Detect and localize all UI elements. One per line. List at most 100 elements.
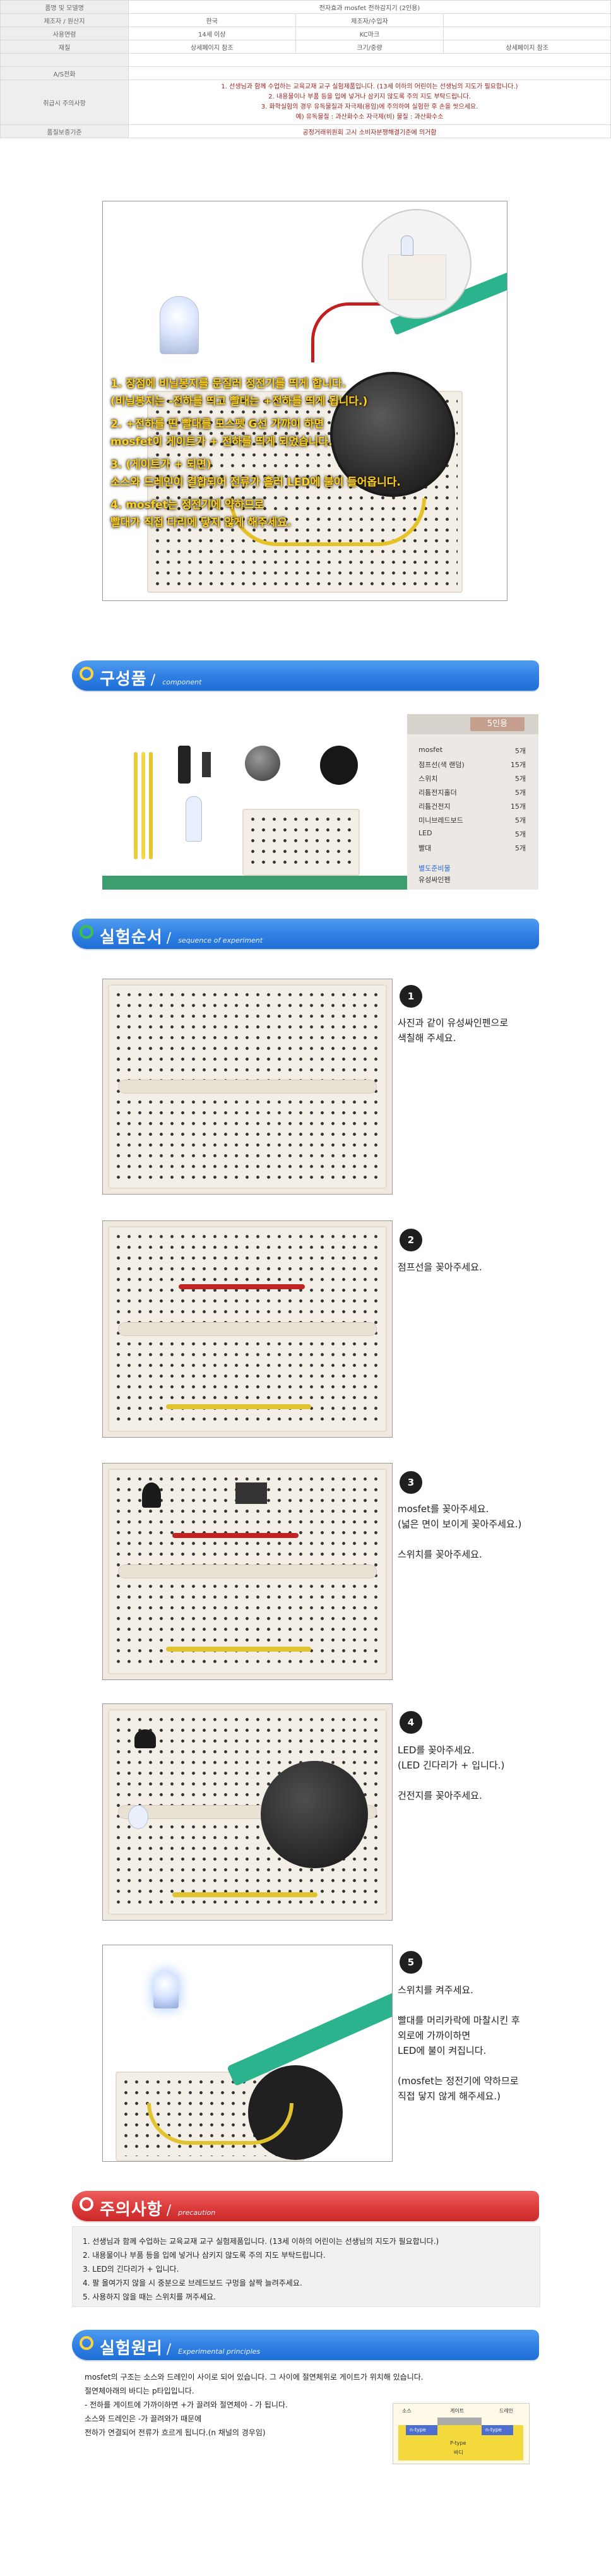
section-title: 주의사항 <box>100 2200 163 2219</box>
step-photo <box>102 1945 393 2162</box>
wire-image <box>149 752 153 859</box>
battery-image <box>245 746 280 781</box>
principle-box: mosfet의 구조는 소스와 드레인이 사이로 되어 있습니다. 그 사이에 … <box>72 2365 539 2466</box>
overlay-text: 소스와 드레인이 결합되어 전류가 흘러 LED에 불이 들어옵니다. <box>110 476 401 489</box>
diagram-label: n-type <box>485 2427 502 2433</box>
switch-image <box>235 1482 267 1504</box>
step-number: 2 <box>400 1229 422 1251</box>
overlay-text: 빨대가 직접 다리에 닿지 않게 해주세요. <box>110 516 292 529</box>
overlay-text: 2. +전하를 띤 빨대를 모스펫 G선 가까이 하면 <box>110 418 324 431</box>
table-cell: 제조자/수입자 <box>295 13 444 27</box>
caution-line: 3. LED의 긴다리가 + 입니다. <box>83 2265 179 2274</box>
wire-image <box>166 1647 311 1652</box>
breadboard-image <box>242 809 360 876</box>
main-product-photo: 1. 장점에 비닐봉지를 문질러 정전기를 띄게 합니다. (비닐봉지는 -전하… <box>102 201 507 601</box>
wire-image <box>141 752 145 859</box>
table-cell: 한국 <box>128 13 296 27</box>
table-cell <box>443 27 611 40</box>
mosfet-image <box>178 746 191 784</box>
diagram-label: 게이트 <box>450 2408 465 2414</box>
section-subtitle: Experimental principles <box>178 2347 261 2356</box>
caution-cell: 1. 선생님과 함께 수업하는 교육교재 교구 실험제품입니다. (13세 이하… <box>128 80 611 125</box>
section-subtitle: precaution <box>178 2209 216 2217</box>
section-header-components: 구성품/component <box>72 660 539 691</box>
step-text: 사진과 같이 유성싸인펜으로 색칠해 주세요. <box>398 1017 509 1044</box>
step-text: 스위치를 켜주세요. 빨대를 머리카락에 마찰시킨 후 외로에 가까이하면 LE… <box>398 1984 520 2102</box>
step-text: mosfet를 꽂아주세요. (넓은 면이 보이게 꽂아주세요.) 스위치를 꽂… <box>398 1503 522 1560</box>
table-row: 제조자 / 원산지 한국 제조자/수입자 <box>0 13 611 27</box>
table-row: A/S전화 <box>0 66 611 80</box>
caution-line: 2. 내용물이나 부품 등을 입에 넣거나 삼키지 않도록 주의 지도 부탁드립… <box>83 2251 326 2260</box>
caution-line: 3. 화학실험의 경우 유독물질과 자극제(용임)에 주의하여 실험한 후 손을… <box>261 104 478 110</box>
table-cell: 상세페이지 참조 <box>128 40 296 54</box>
table-cell <box>128 66 611 80</box>
switch-image <box>202 752 211 777</box>
step-photo <box>102 1463 393 1680</box>
table-header-cell: A/S전화 <box>0 66 129 80</box>
led-image <box>153 1971 179 2008</box>
table-header-cell: 재질 <box>0 40 129 54</box>
caution-line: 5. 사용하지 않을 때는 스위치를 꺼주세요. <box>83 2293 216 2301</box>
step-photo <box>102 1220 393 1438</box>
section-title: 실험원리 <box>100 2339 163 2358</box>
caution-box: 1. 선생님과 함께 수업하는 교육교재 교구 실험제품입니다. (13세 이하… <box>72 2226 540 2307</box>
step-text: 점프선을 꽂아주세요. <box>398 1261 482 1273</box>
wire-image <box>172 1533 299 1538</box>
table-cell <box>128 53 611 67</box>
table-cell: 14세 이상 <box>128 27 296 40</box>
step-number: 1 <box>400 985 422 1008</box>
table-header-cell: 사용연령 <box>0 27 129 40</box>
table-row <box>0 53 611 67</box>
table-header-cell: 품명 및 모델명 <box>0 0 129 14</box>
battery-holder-image <box>320 746 358 785</box>
overlay-text: 4. mosfet는 정전기에 약하므로 <box>110 499 264 511</box>
overlay-text: 3. (게이트가 + 되면) <box>110 458 211 471</box>
mosfet-image <box>142 1482 161 1508</box>
table-cell: 공정거래위원회 고시 소비자분쟁해결기준에 의거함 <box>128 124 611 138</box>
principle-line: 절연체아래의 바디는 p타입입니다. <box>85 2387 194 2395</box>
wire-image <box>179 1284 305 1289</box>
battery-image <box>261 1761 368 1868</box>
caution-line: 1. 선생님과 함께 수업하는 교육교재 교구 실험제품입니다. (13세 이하… <box>221 83 518 90</box>
principle-line: 전하가 연결되어 전류가 흐르게 됩니다.(n 채널의 경우임) <box>85 2428 266 2437</box>
inset-photo <box>362 209 472 319</box>
table-cell: 크기/중량 <box>295 40 444 54</box>
step-photo <box>102 1703 393 1921</box>
extra-materials-value: 유성싸인펜 <box>418 876 451 884</box>
table-cell: KC마크 <box>295 27 444 40</box>
wire-image <box>134 752 138 859</box>
table-header-cell: 제조자 / 원산지 <box>0 13 129 27</box>
diagram-label: 소스 <box>402 2408 412 2414</box>
diagram-label: P-type <box>450 2440 466 2446</box>
table-cell <box>443 13 611 27</box>
step-number: 5 <box>400 1951 422 1974</box>
components-photo <box>102 714 407 890</box>
caution-line: 예) 유독물질 : 과산화수소 자극제(비) 물질 : 과산화수소 <box>295 114 444 121</box>
section-header-principle: 실험원리/Experimental principles <box>72 2330 539 2360</box>
section-title: 실험순서 <box>100 928 163 947</box>
principle-line: mosfet의 구조는 소스와 드레인이 사이로 되어 있습니다. 그 사이에 … <box>85 2373 424 2382</box>
table-row: 품명 및 모델명 전자효과 mosfet 전하감지기 (2인용) <box>0 0 611 14</box>
table-row: 취급시 주의사항 1. 선생님과 함께 수업하는 교육교재 교구 실험제품입니다… <box>0 80 611 125</box>
diagram-label: 드레인 <box>499 2408 514 2414</box>
table-header-cell: 품질보증기준 <box>0 124 129 138</box>
circle-icon <box>80 667 93 681</box>
caution-line: 2. 내용물이나 부품 등을 입에 넣거나 삼키지 않도록 주의 지도 부탁드립… <box>268 93 471 100</box>
wire-image <box>172 1892 317 1897</box>
wire-image <box>147 2103 294 2145</box>
wire-image <box>166 1404 311 1409</box>
diagram-label: n-type <box>410 2427 426 2433</box>
table-header-cell <box>0 53 129 67</box>
principle-line: 소스와 드레인은 -가 끌려와가 때문에 <box>85 2414 202 2423</box>
overlay-text: mosfet이 게이트가 + 전하를 띄게 되었습니다. <box>110 436 333 448</box>
quantity-badge: 5인용 <box>470 717 525 731</box>
table-row: 품질보증기준 공정거래위원회 고시 소비자분쟁해결기준에 의거함 <box>0 124 611 138</box>
step-number: 4 <box>400 1711 422 1734</box>
mosfet-diagram: 소스 게이트 드레인 n-type n-type P-type 바디 <box>393 2403 530 2464</box>
